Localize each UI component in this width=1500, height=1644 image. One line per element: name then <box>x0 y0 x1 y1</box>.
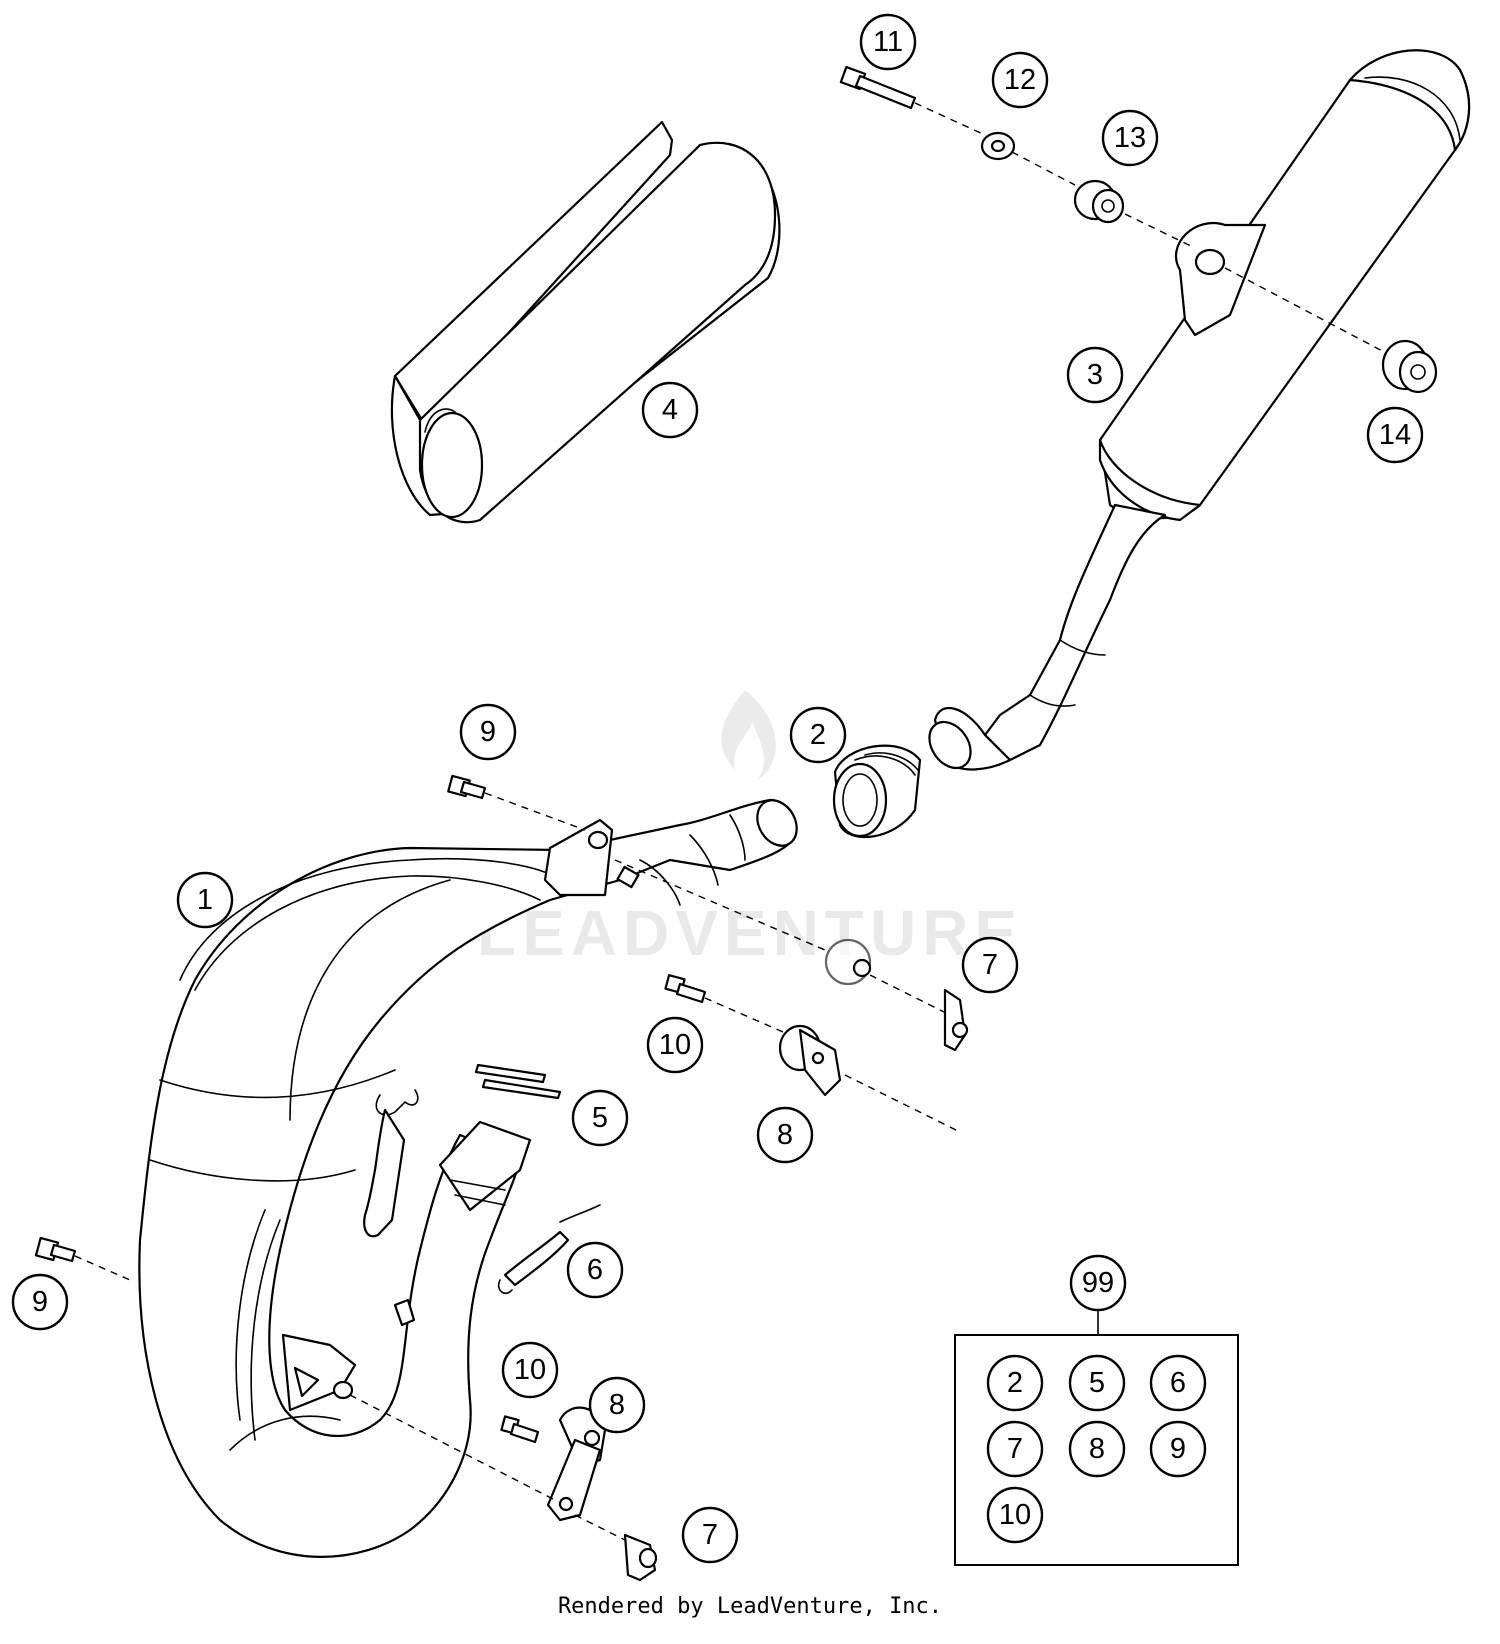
svg-text:9: 9 <box>32 1286 48 1318</box>
callout-3: 3 <box>1066 346 1124 404</box>
callouts: 11 12 13 4 3 14 9 2 <box>11 13 1424 1564</box>
mounting-hardware-upper-pipe <box>447 774 969 1133</box>
callout-12: 12 <box>991 51 1049 109</box>
svg-text:7: 7 <box>982 949 998 981</box>
kit-label: 99 <box>1082 1267 1114 1299</box>
svg-text:7: 7 <box>702 1519 718 1551</box>
callout-10-lower: 10 <box>501 1341 559 1399</box>
svg-text:5: 5 <box>1089 1367 1105 1399</box>
kit-item-2: 2 <box>986 1354 1044 1412</box>
callout-7-upper: 7 <box>961 936 1019 994</box>
silencer <box>928 49 1471 771</box>
svg-text:8: 8 <box>1089 1433 1105 1465</box>
svg-text:10: 10 <box>999 1499 1031 1531</box>
svg-text:11: 11 <box>873 26 903 58</box>
callout-14: 14 <box>1366 406 1424 464</box>
heat-shield-sleeve <box>390 120 781 524</box>
svg-text:5: 5 <box>592 1102 608 1134</box>
svg-text:8: 8 <box>777 1119 793 1151</box>
kit-item-8: 8 <box>1068 1420 1126 1478</box>
kit-item-9: 9 <box>1149 1420 1207 1478</box>
mounting-hardware-lower <box>34 1236 658 1582</box>
svg-text:9: 9 <box>480 716 496 748</box>
callout-8-upper: 8 <box>756 1106 814 1164</box>
callout-6: 6 <box>566 1241 624 1299</box>
watermark-text: LEADVENTURE <box>477 897 1023 969</box>
svg-text:3: 3 <box>1087 359 1103 391</box>
svg-text:4: 4 <box>662 394 678 426</box>
kit-item-7: 7 <box>986 1420 1044 1478</box>
callout-8-lower: 8 <box>588 1376 646 1434</box>
springs <box>363 1063 601 1295</box>
callout-7-lower: 7 <box>681 1506 739 1564</box>
callout-1: 1 <box>176 871 234 929</box>
rendered-by-credit: Rendered by LeadVenture, Inc. <box>557 1594 943 1619</box>
svg-text:9: 9 <box>1170 1433 1186 1465</box>
callout-5: 5 <box>571 1089 629 1147</box>
svg-text:1: 1 <box>197 884 213 916</box>
mounting-hardware-upper <box>839 65 1438 394</box>
kit-item-5: 5 <box>1068 1354 1126 1412</box>
callout-9-lower: 9 <box>11 1273 69 1331</box>
kit-99: 99 2 5 6 7 8 9 10 <box>954 1254 1239 1566</box>
svg-text:10: 10 <box>514 1354 546 1386</box>
coupling-sleeve <box>832 744 922 839</box>
callout-11: 11 <box>859 13 917 71</box>
callout-2: 2 <box>789 706 847 764</box>
exhaust-pipe <box>138 798 798 1558</box>
watermark: LEADVENTURE <box>477 690 1023 969</box>
svg-text:14: 14 <box>1379 419 1411 451</box>
svg-text:12: 12 <box>1004 64 1036 96</box>
svg-text:2: 2 <box>810 719 826 751</box>
callout-10-upper: 10 <box>646 1016 704 1074</box>
callout-4: 4 <box>641 381 699 439</box>
svg-text:2: 2 <box>1007 1367 1023 1399</box>
svg-text:6: 6 <box>1170 1367 1186 1399</box>
callout-13: 13 <box>1101 109 1159 167</box>
svg-text:10: 10 <box>659 1029 691 1061</box>
svg-text:6: 6 <box>587 1254 603 1286</box>
svg-text:13: 13 <box>1114 122 1146 154</box>
svg-text:8: 8 <box>609 1389 625 1421</box>
callout-9-upper: 9 <box>459 703 517 761</box>
kit-item-6: 6 <box>1149 1354 1207 1412</box>
kit-item-10: 10 <box>986 1486 1044 1544</box>
svg-text:7: 7 <box>1007 1433 1023 1465</box>
